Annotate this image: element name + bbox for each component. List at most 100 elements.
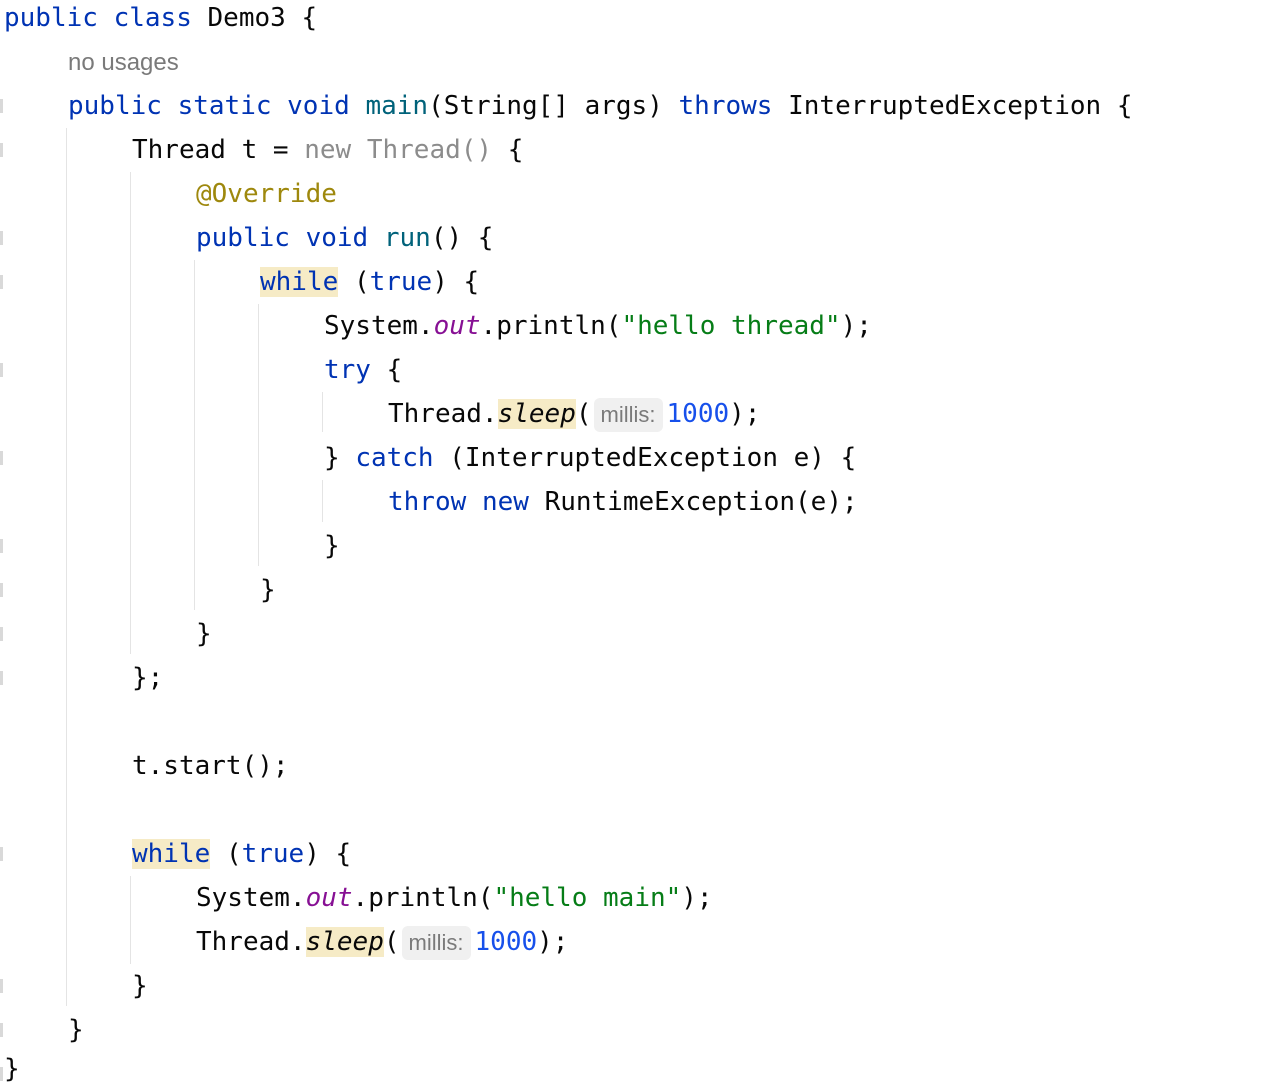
keyword: static [177, 91, 272, 121]
code-line-while-main[interactable]: while (true) { [132, 832, 351, 876]
gutter-fold-marker[interactable] [0, 539, 3, 553]
code-line-close-run[interactable]: } [196, 612, 212, 656]
code-line-try[interactable]: try { [324, 348, 402, 392]
gutter-fold-marker[interactable] [0, 627, 3, 641]
code-line-throw[interactable]: throw new RuntimeException(e); [388, 480, 858, 524]
code-line-sleep-thread[interactable]: Thread.sleep(millis:1000); [388, 392, 760, 436]
paren: ( [225, 839, 242, 869]
dot: . [352, 883, 369, 913]
keyword: public [4, 3, 98, 33]
code-line-start[interactable]: t.start(); [132, 744, 289, 788]
indent-guide [322, 392, 323, 432]
gutter-fold-marker[interactable] [0, 1067, 3, 1081]
keyword-true: true [241, 839, 305, 869]
indent-guide [130, 876, 131, 964]
exception-type: InterruptedException [464, 443, 778, 473]
keyword-while-highlighted: while [132, 839, 211, 869]
class-name: Demo3 [207, 3, 286, 33]
brace: } [132, 971, 148, 1001]
paren-semicolon: ); [840, 311, 872, 341]
type-name: Thread [132, 135, 226, 165]
no-usages-hint[interactable]: no usages [68, 49, 179, 76]
gutter-fold-marker[interactable] [0, 143, 3, 157]
static-field: out [433, 311, 481, 341]
brace-semicolon: }; [132, 663, 164, 693]
parameter-hint: millis: [593, 397, 663, 432]
code-line-thread-creation[interactable]: Thread t = new Thread() { [132, 128, 523, 172]
gutter-fold-marker[interactable] [0, 451, 3, 465]
variable-name: e [793, 443, 810, 473]
static-method-highlighted: sleep [497, 399, 576, 429]
code-line-close-anon-class[interactable]: }; [132, 656, 163, 700]
class-ref: Thread [196, 927, 290, 957]
code-line-main-declaration[interactable]: public static void main(String[] args) t… [68, 84, 1133, 128]
code-line-close-while[interactable]: } [260, 568, 276, 612]
keyword-while-highlighted: while [260, 267, 339, 297]
code-line-close-catch[interactable]: } [324, 524, 340, 568]
parameter-hint: millis: [401, 925, 471, 960]
string-literal: "hello thread" [621, 311, 841, 341]
code-line-close-main[interactable]: } [68, 1008, 84, 1052]
paren-semicolon: ); [681, 883, 713, 913]
method-call: println [368, 883, 478, 913]
paren: ( [383, 927, 400, 957]
brace: } [324, 531, 340, 561]
code-line-class-declaration[interactable]: public class Demo3 { [4, 0, 317, 40]
code-line-while-thread[interactable]: while (true) { [260, 260, 479, 304]
code-line-println-main[interactable]: System.out.println("hello main"); [196, 876, 713, 920]
dot: . [417, 311, 434, 341]
paren-semicolon: ); [729, 399, 761, 429]
keyword-true: true [369, 267, 433, 297]
keyword: throws [678, 91, 773, 121]
constructor-call: Thread() [366, 135, 493, 165]
number-literal: 1000 [474, 927, 538, 957]
indent-guide [194, 260, 195, 610]
paren-semicolon: ); [537, 927, 569, 957]
paren: ) [432, 267, 448, 297]
code-lens-no-usages[interactable]: no usages [68, 40, 179, 84]
gutter-fold-marker[interactable] [0, 99, 3, 113]
parens: () [430, 223, 463, 253]
class-ref: System [196, 883, 290, 913]
gutter-fold-marker[interactable] [0, 979, 3, 993]
paren: ( [353, 267, 370, 297]
indent-guide [130, 172, 131, 654]
brace: } [260, 575, 276, 605]
keyword: new [481, 487, 529, 517]
code-line-run-declaration[interactable]: public void run() { [196, 216, 493, 260]
gutter-fold-marker[interactable] [0, 363, 3, 377]
code-line-catch[interactable]: } catch (InterruptedException e) { [324, 436, 856, 480]
brace: } [4, 1054, 20, 1084]
paren: ) [304, 839, 320, 869]
code-line-close-while-main[interactable]: } [132, 964, 148, 1008]
method-name: run [383, 223, 431, 253]
method-name: main [365, 91, 429, 121]
brace: { [477, 223, 494, 253]
dot: . [480, 311, 497, 341]
brace: } [196, 619, 212, 649]
keyword: void [305, 223, 369, 253]
keyword: throw [388, 487, 467, 517]
brace: } [324, 443, 340, 473]
paren: ( [605, 311, 622, 341]
indent-guide [322, 480, 323, 522]
keyword: class [113, 3, 192, 33]
gutter-fold-marker[interactable] [0, 1023, 3, 1037]
brace: { [1116, 91, 1133, 121]
gutter-fold-marker[interactable] [0, 847, 3, 861]
code-line-override[interactable]: @Override [196, 172, 337, 216]
paren: ( [449, 443, 465, 473]
static-method-highlighted: sleep [305, 927, 384, 957]
brace: { [507, 135, 524, 165]
code-line-sleep-main[interactable]: Thread.sleep(millis:1000); [196, 920, 568, 964]
annotation: @Override [196, 179, 337, 209]
operator: = [272, 135, 289, 165]
gutter-fold-marker[interactable] [0, 583, 3, 597]
code-line-close-class[interactable]: } [4, 1047, 20, 1091]
code-line-println-thread[interactable]: System.out.println("hello thread"); [324, 304, 872, 348]
gutter-fold-marker[interactable] [0, 671, 3, 685]
gutter-fold-marker[interactable] [0, 275, 3, 289]
gutter-fold-marker[interactable] [0, 231, 3, 245]
method-call: t.start(); [132, 751, 289, 781]
